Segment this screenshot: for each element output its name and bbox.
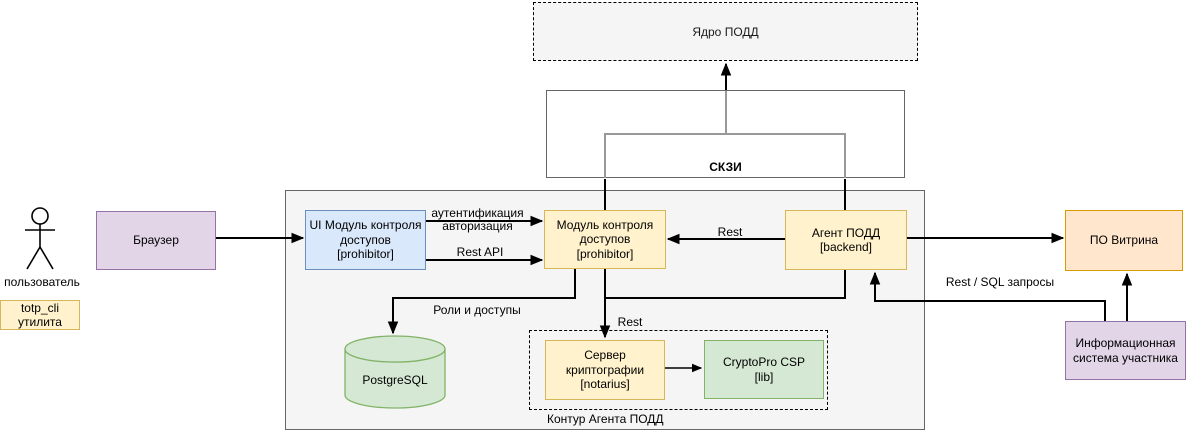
node-agent-podd: Агент ПОДД [backend] [785, 210, 907, 270]
node-totp-cli: totp_cli утилита [0, 300, 80, 330]
node-cryptopro-csp: CryptoPro CSP [lib] [704, 340, 824, 399]
node-yadro-podd: Ядро ПОДД [533, 2, 918, 61]
node-po-vitrina: ПО Витрина [1065, 210, 1183, 271]
postgres-cylinder-icon [344, 335, 446, 409]
node-access-module: Модуль контроля доступов [prohibitor] [544, 210, 666, 269]
edge-label-roles: Роли и доступы [433, 303, 521, 317]
node-postgres-label: PostgreSQL [362, 373, 428, 387]
edge-label-rest-api: Rest API [456, 245, 504, 259]
kontur-agenta-podd-label: Контур Агента ПОДД [547, 412, 664, 426]
edge-label-rest-crypto: Rest [617, 315, 643, 329]
edge-label-rest-sql: Rest / SQL запросы [945, 275, 1055, 289]
user-actor-label: пользователь [4, 275, 80, 289]
node-skzi: СКЗИ [546, 90, 905, 178]
node-info-system: Информационная система участника [1065, 321, 1186, 380]
edge-label-rest-agent: Rest [717, 225, 743, 239]
node-ui-access-module: UI Модуль контроля доступов [prohibitor] [305, 210, 426, 270]
user-actor-icon [25, 207, 55, 270]
node-browser: Браузер [96, 211, 216, 270]
edge-label-auth: аутентификация авторизация [431, 206, 524, 233]
node-crypto-server: Сервер криптографии [notarius] [545, 340, 665, 400]
kontur-agenta-podd-box [529, 330, 828, 410]
